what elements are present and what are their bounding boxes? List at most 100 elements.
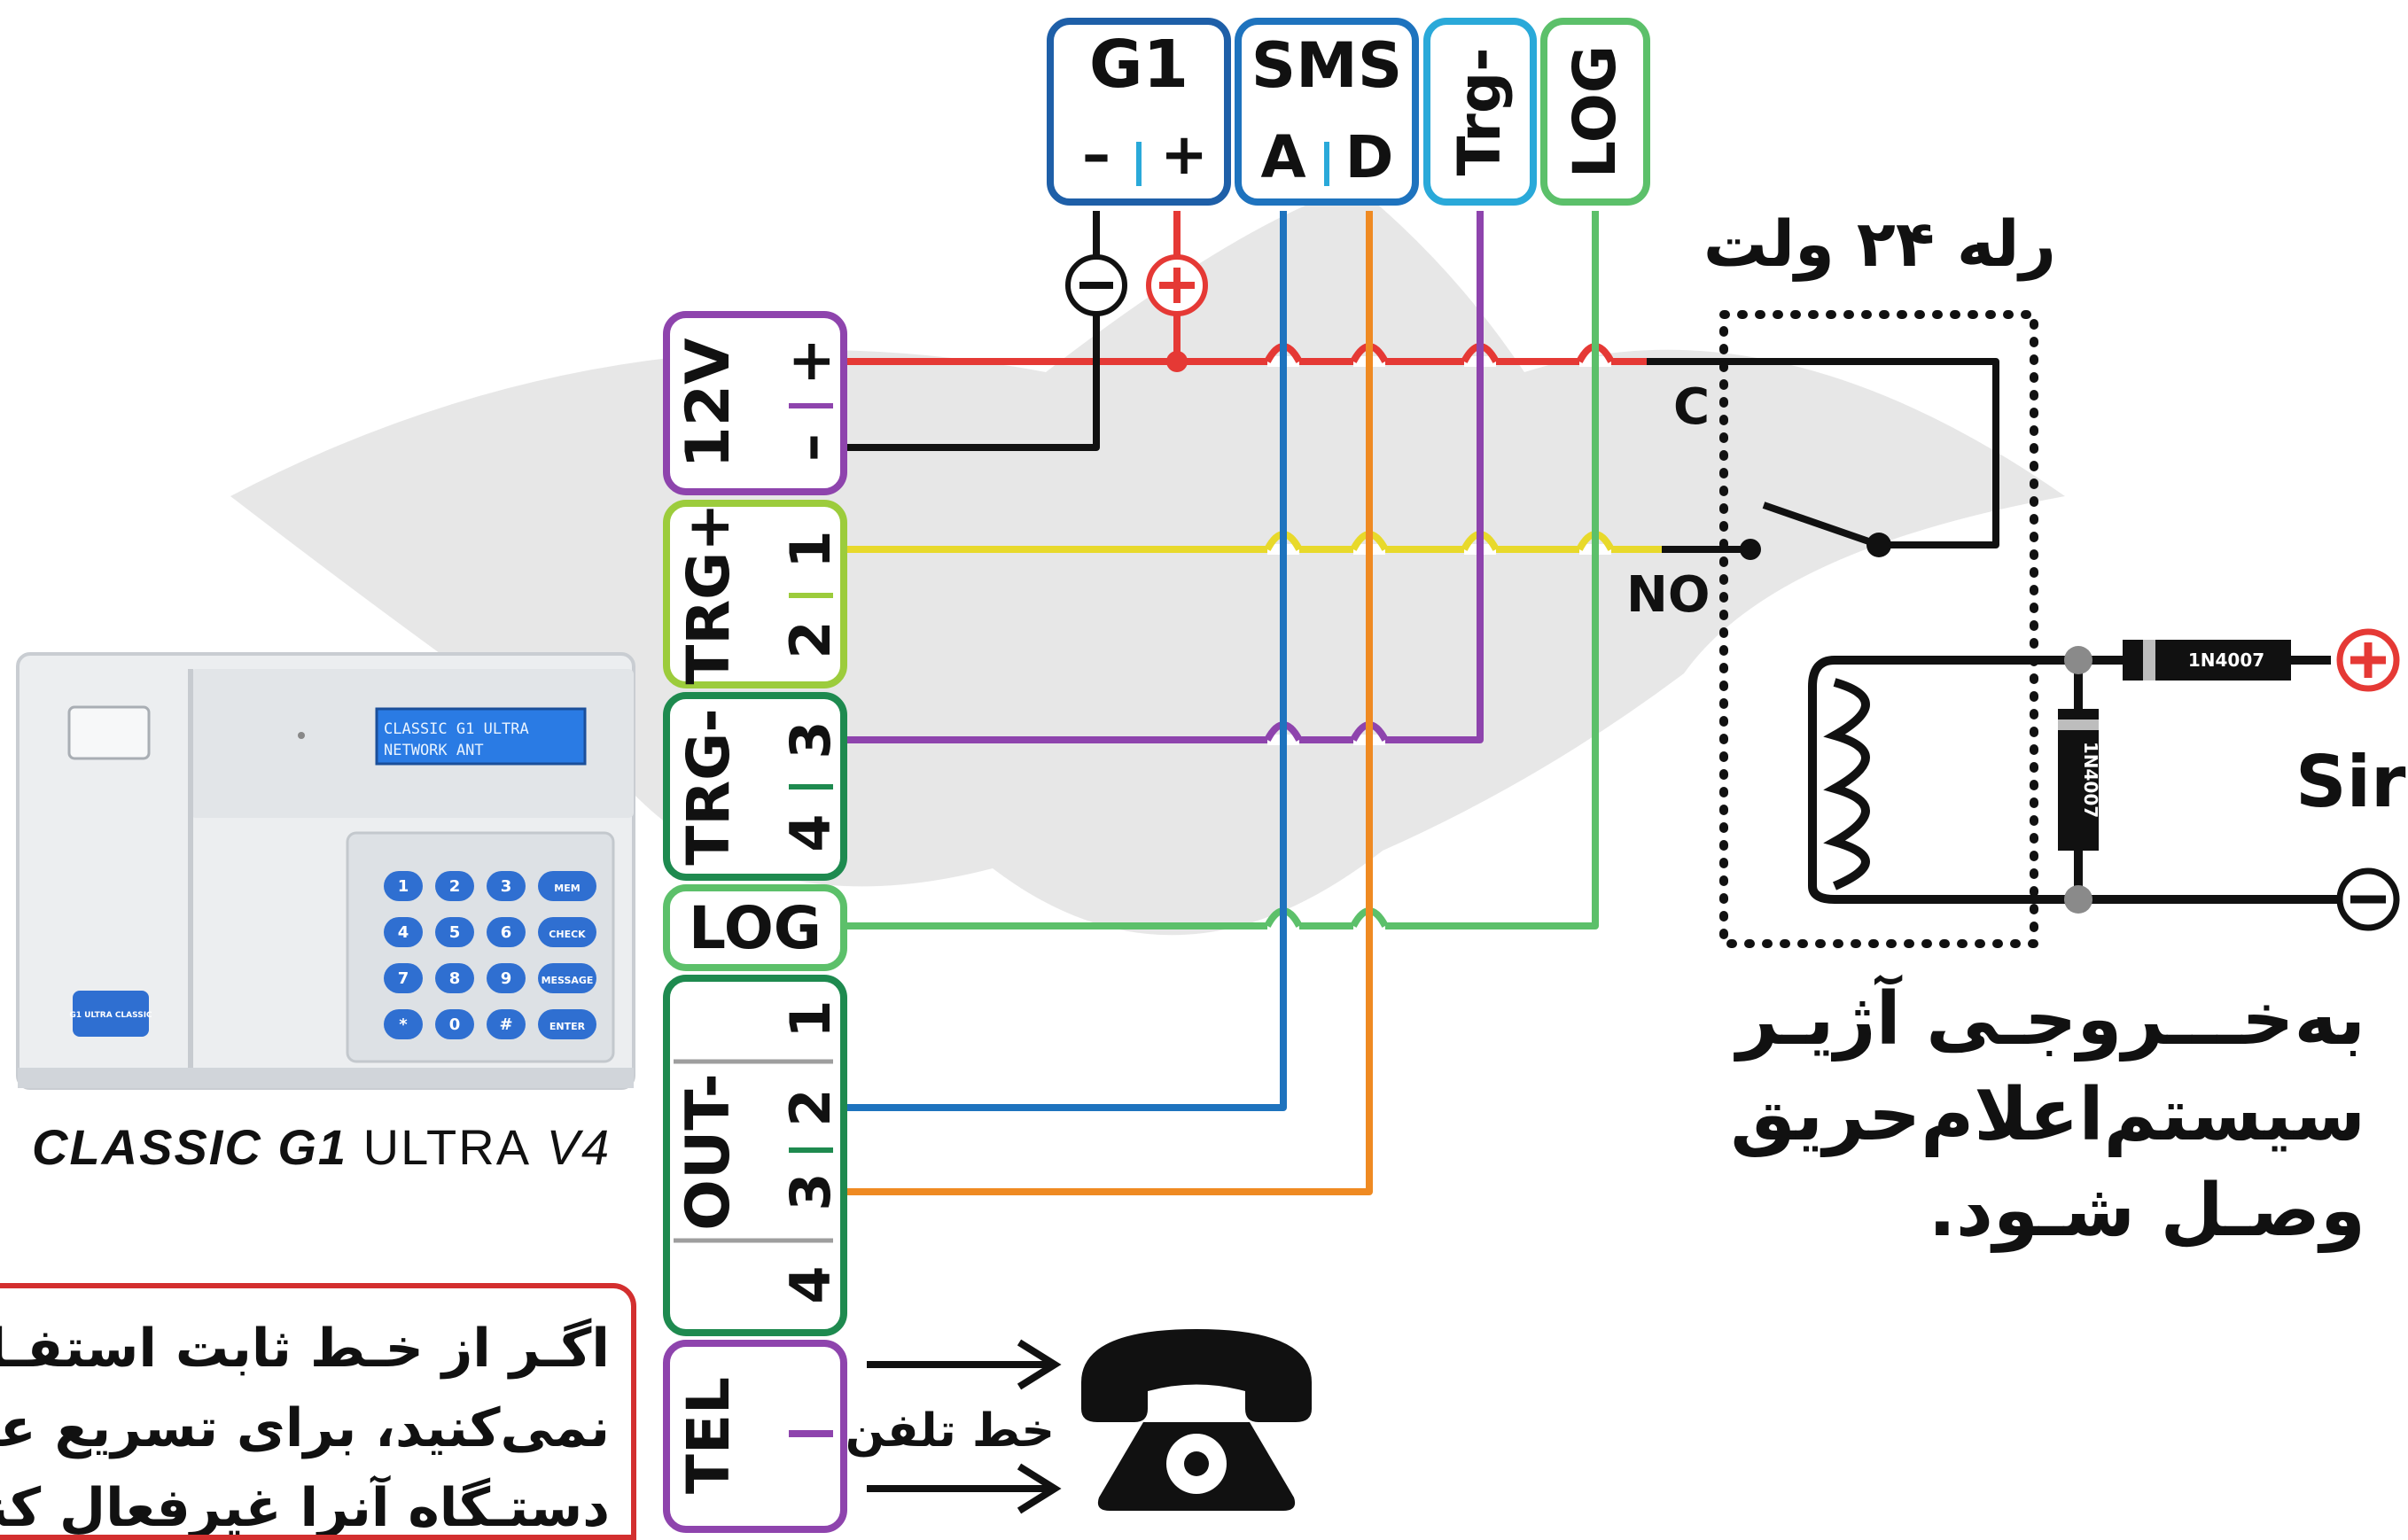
left-terminal-out: OUT- 1 2 3 4 [663, 975, 847, 1336]
sms-label: SMS [1251, 29, 1403, 102]
sms-d-label: D [1345, 123, 1394, 191]
plus-symbol-icon [1146, 254, 1208, 316]
lcd-screen [375, 707, 587, 766]
left-terminal-12v: 12V + – [663, 311, 847, 495]
junction-dot [1166, 351, 1188, 372]
sms-a-label: A [1260, 123, 1305, 191]
wires [846, 211, 1999, 1195]
out-pin1: 1 [778, 999, 843, 1038]
out-label: OUT- [674, 1073, 744, 1231]
keypad-key [487, 871, 526, 901]
keypad-key-label: ENTER [549, 1021, 586, 1032]
keypad-key-label: 7 [398, 969, 409, 988]
top-terminal-g1: G1 – + [1047, 18, 1231, 206]
keypad-key [487, 917, 526, 947]
keypad-key-label: CHECK [549, 929, 586, 940]
landline-note-box: اگـر از خـط ثابت استفـاده نمی‌کنید، برای… [0, 1283, 636, 1540]
keypad-key [538, 917, 596, 947]
relay-no-label: NO [1626, 566, 1710, 624]
siren-plus-icon [2336, 628, 2400, 692]
junction-dot [2064, 646, 2092, 674]
junction-dot [2064, 885, 2092, 914]
wire-crossings [1264, 335, 1615, 953]
keypad-key [384, 1009, 423, 1039]
keypad-key [435, 871, 474, 901]
top-terminal-trg: Trg- [1423, 18, 1537, 206]
wire-sms-a [846, 211, 1287, 1111]
top-terminal-log: LOG [1540, 18, 1650, 206]
wire-12v-minus [846, 211, 1100, 451]
diode-1-label: 1N4007 [2188, 649, 2264, 671]
trg-minus-pin3: 3 [778, 720, 843, 758]
minus-symbol-icon [1065, 254, 1127, 316]
12v-plus-label: + [778, 338, 844, 385]
out-pin2: 2 [778, 1088, 843, 1126]
product-name-bold: CLASSIC G1 [32, 1119, 348, 1175]
relay-switch [1762, 502, 1891, 557]
caption-line-2: سیستم‌اعلام‌حریق [1730, 1073, 2365, 1157]
g1-minus-label: – [1082, 122, 1110, 188]
note-line-1: اگـر از خـط ثابت استفـاده [0, 1318, 610, 1380]
out-pin4: 4 [778, 1265, 843, 1303]
keypad-key [487, 963, 526, 993]
trg-minus-label: TRG- [674, 708, 743, 865]
relay-title: رله ۲۴ ولت [1703, 206, 2056, 282]
siren-label: Sir [2295, 741, 2406, 823]
12v-minus-label: – [778, 433, 844, 462]
keypad-key-label: MEM [554, 883, 580, 894]
relay-outline [1719, 310, 2038, 948]
note-line-2: نمی‌کنید، برای تسریع عملکرد [0, 1397, 610, 1459]
left-terminal-trg-plus: TRG+ 1 2 [663, 500, 847, 688]
trg-plus-pin2: 2 [778, 620, 843, 658]
keypad-key-label: * [399, 1015, 408, 1034]
tel-label: TEL [674, 1377, 743, 1494]
junction-dot [1740, 539, 1761, 560]
keypad-key-label: MESSAGE [542, 975, 594, 986]
12v-label: 12V [674, 338, 744, 469]
trg-plus-pin1: 1 [778, 530, 843, 568]
keypad-key-label: 5 [449, 923, 461, 942]
phone-line-arrows [867, 1339, 1062, 1514]
g1-plus-label: + [1160, 122, 1208, 188]
wire-log [846, 211, 1599, 929]
speaker-grille-icon [67, 705, 151, 760]
trg-plus-label: TRG+ [674, 502, 743, 684]
g1-label: G1 [1089, 27, 1188, 103]
siren-minus-icon [2336, 867, 2400, 931]
product-name-thin: ULTRA [362, 1119, 532, 1175]
top-terminal-sms: SMS A D [1235, 18, 1419, 206]
keypad-key-label: 6 [501, 923, 512, 942]
keypad-key-label: 4 [398, 923, 409, 942]
trg-minus-pin4: 4 [778, 813, 843, 852]
device-badge-label: G1 ULTRA CLASSIC [69, 1011, 152, 1020]
keypad-key [487, 1009, 526, 1039]
keypad-key-label: 2 [449, 877, 461, 896]
wire-relay-c [1647, 358, 1999, 548]
log-left-label: LOG [689, 894, 822, 962]
log-top-label: LOG [1561, 45, 1629, 178]
keypad-key-label: 9 [501, 969, 512, 988]
keypad-key-label: 0 [449, 1015, 461, 1034]
left-terminal-log: LOG [663, 884, 847, 971]
product-version: V4 [546, 1119, 612, 1175]
lcd-line-1: CLASSIC G1 ULTRA [384, 720, 529, 738]
keypad-key [538, 1009, 596, 1039]
relay-c-label: C [1673, 378, 1710, 436]
diode-vertical: 1N4007 [2058, 660, 2101, 899]
led-indicator-icon [298, 732, 305, 739]
caption-line-1: به‌خـــروجـی آژیـر [1736, 977, 2365, 1062]
keypad-key [538, 871, 596, 901]
phone-line-label: خط تلفن [846, 1404, 1055, 1458]
out-pin3: 3 [778, 1172, 843, 1210]
product-name: CLASSIC G1 ULTRA V4 [32, 1118, 611, 1176]
telephone-icon [1081, 1329, 1312, 1511]
device-badge [73, 991, 149, 1037]
left-terminal-tel: TEL [663, 1340, 847, 1533]
trg-top-label: Trg- [1446, 48, 1514, 176]
keypad-key [384, 963, 423, 993]
relay-coil [1808, 656, 2038, 904]
keypad-key [435, 917, 474, 947]
